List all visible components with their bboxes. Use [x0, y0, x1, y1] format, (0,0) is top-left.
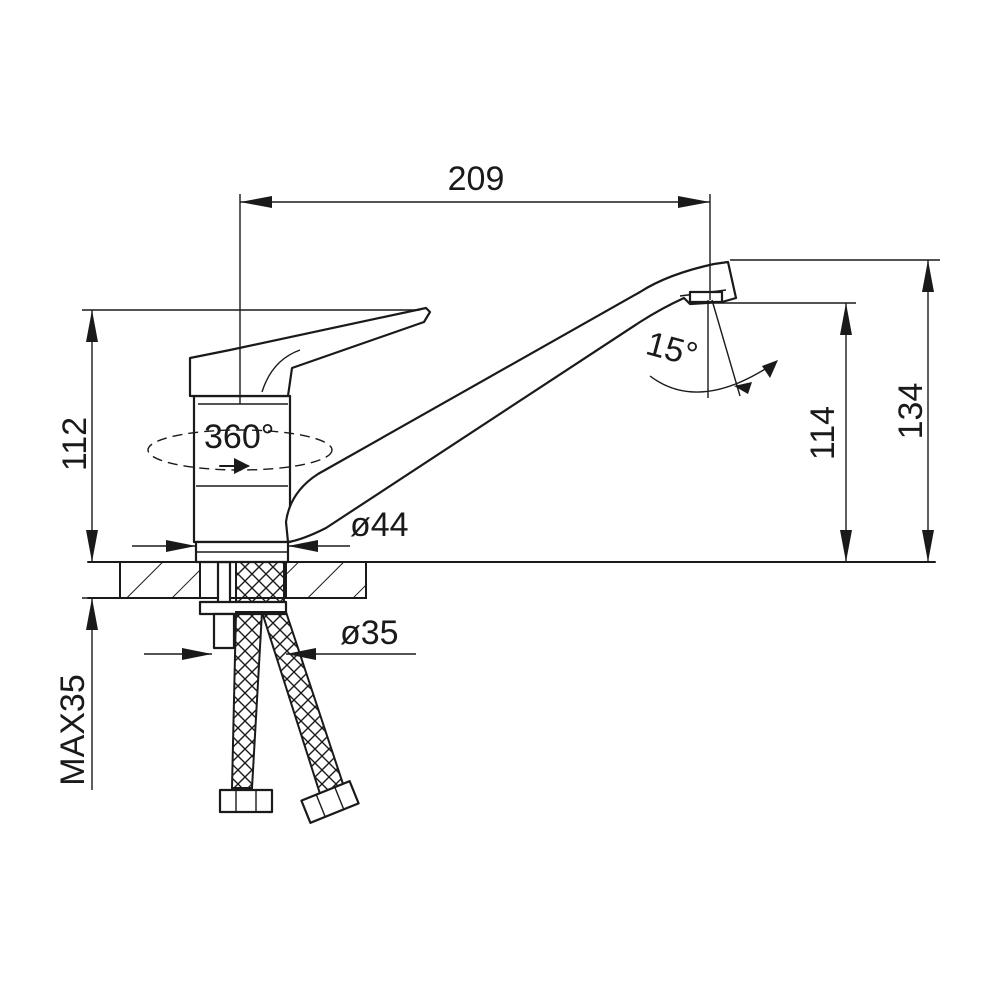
spray-angle-arc: [649, 361, 777, 393]
hose-right-nut: [300, 780, 360, 824]
total-height-label: 134: [892, 383, 930, 440]
hose-right: [260, 611, 347, 802]
spray-angle-label: 15°: [642, 324, 702, 374]
spout: [284, 260, 738, 544]
dimension-max35: MAX35: [54, 597, 120, 790]
body-diameter-label: ø44: [350, 506, 409, 544]
spout-height-label: 114: [804, 406, 842, 460]
mounting-shank: [198, 560, 288, 650]
dimension-diameter-44: ø44: [132, 506, 409, 552]
dimension-diameter-35: ø35: [144, 614, 416, 660]
max-thickness-label: MAX35: [54, 674, 92, 786]
hole-diameter-label: ø35: [340, 614, 399, 652]
spout-reach-label: 209: [448, 160, 505, 198]
shank-hose-entry: [235, 561, 285, 603]
countertop-section-right: [285, 561, 367, 599]
countertop: [87, 561, 936, 599]
hose-left-nut: [218, 788, 274, 814]
dimension-112: 112: [56, 309, 420, 562]
spray-angle-indicator: 15°: [642, 299, 778, 398]
body-height-label: 112: [56, 417, 94, 471]
mounting-nut: [212, 612, 236, 650]
dimension-114: 114: [714, 302, 856, 562]
faucet-body: [188, 260, 738, 564]
aerator: [688, 290, 724, 304]
countertop-section-left: [119, 561, 201, 599]
rotation-angle-label: 360°: [204, 418, 274, 456]
rotation-indicator: 360°: [147, 418, 333, 474]
rotation-arrow: [234, 458, 250, 474]
handle-lever: [188, 306, 432, 398]
supply-hoses: [218, 611, 360, 824]
dimension-134: 134: [730, 259, 940, 562]
dimension-209: 209: [239, 160, 711, 404]
hose-left: [230, 611, 264, 789]
